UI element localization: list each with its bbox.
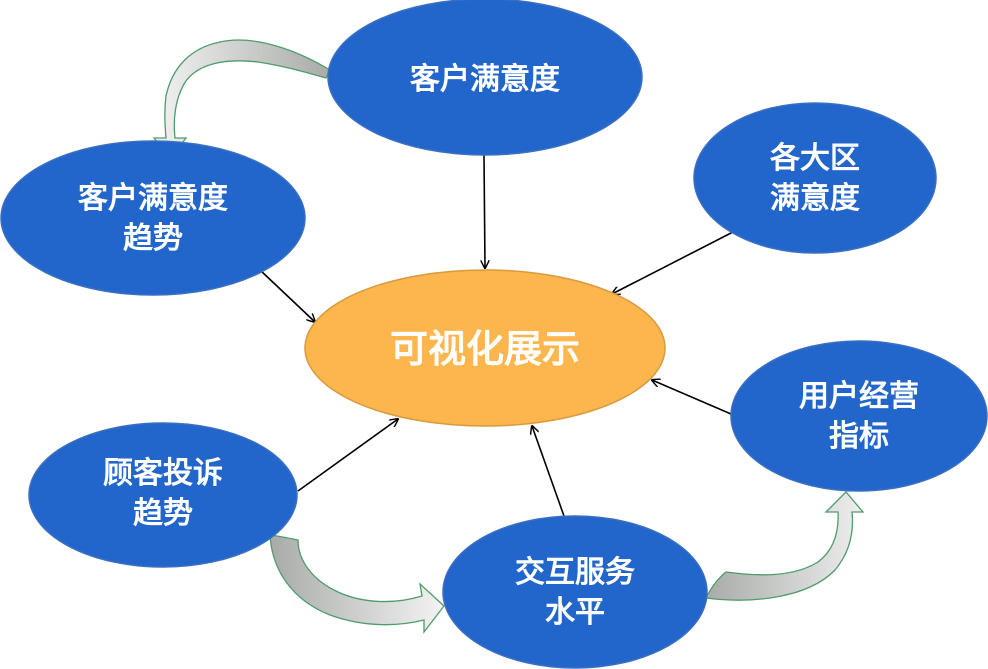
arrow-from-user-operation	[652, 380, 732, 415]
node-label-line2: 水平	[545, 595, 605, 630]
node-label-line1: 用户经营	[799, 379, 919, 414]
node-user-operation: 用户经营 指标	[730, 340, 988, 492]
arrow-from-satisfaction-trend	[259, 269, 315, 322]
center-node: 可视化展示	[304, 269, 666, 427]
arrow-from-interaction-level	[532, 426, 565, 517]
node-label-line2: 指标	[829, 419, 889, 454]
node-complaint-trend: 顾客投诉 趋势	[28, 422, 298, 568]
node-label-line1: 各大区	[769, 141, 860, 176]
center-label: 可视化展示	[390, 327, 580, 371]
curved-arrow-top-left	[152, 39, 331, 160]
arrow-from-complaint-trend	[297, 419, 398, 492]
node-label-line2: 满意度	[770, 181, 860, 216]
node-label-line1: 交互服务	[515, 555, 635, 590]
node-label-line2: 趋势	[133, 496, 193, 531]
node-interaction-level: 交互服务 水平	[442, 515, 708, 669]
node-satisfaction-trend: 客户满意度 趋势	[0, 140, 306, 296]
node-label-line2: 趋势	[123, 221, 183, 256]
arrow-from-region-satisfaction	[612, 231, 734, 294]
curved-arrow-bottom-left	[269, 534, 445, 634]
connector-arrows	[259, 154, 734, 517]
arrow-from-customer-satisfaction	[484, 154, 485, 268]
node-customer-satisfaction: 客户满意度	[327, 0, 643, 156]
curved-arrow-bottom-right	[705, 491, 865, 601]
node-label-line1: 顾客投诉	[103, 456, 223, 491]
center-ellipse	[304, 269, 666, 427]
node-region-satisfaction: 各大区 满意度	[693, 102, 937, 254]
node-label: 客户满意度	[410, 62, 560, 97]
node-label-line1: 客户满意度	[78, 181, 228, 216]
